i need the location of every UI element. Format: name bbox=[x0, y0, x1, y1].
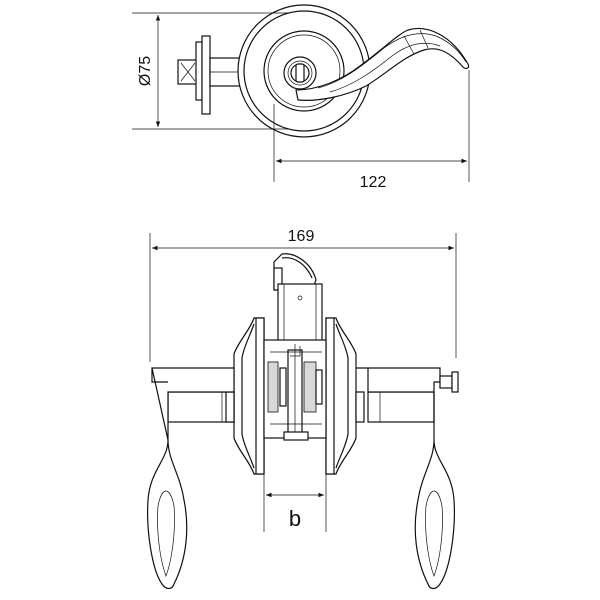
overall-width-dimension: 169 bbox=[149, 228, 457, 362]
side-lever bbox=[295, 28, 470, 101]
front-view: 169 bbox=[147, 228, 459, 590]
diameter-label: Ø75 bbox=[137, 56, 154, 86]
front-mechanism bbox=[263, 339, 327, 441]
diameter-dimension: Ø75 bbox=[132, 12, 290, 130]
front-right-rose bbox=[325, 317, 357, 475]
side-view: Ø75 122 bbox=[132, 4, 470, 191]
front-right-lever bbox=[355, 367, 459, 590]
side-turn-button bbox=[290, 63, 310, 83]
projection-dimension: 122 bbox=[273, 70, 470, 191]
backset-dimension: b bbox=[263, 474, 327, 532]
overall-width-label: 169 bbox=[288, 228, 315, 245]
backset-label: b bbox=[289, 506, 301, 531]
side-latch bbox=[177, 35, 245, 115]
projection-label: 122 bbox=[360, 174, 387, 191]
front-latch bbox=[273, 253, 323, 343]
front-left-lever bbox=[147, 367, 235, 590]
front-left-rose bbox=[233, 317, 265, 475]
